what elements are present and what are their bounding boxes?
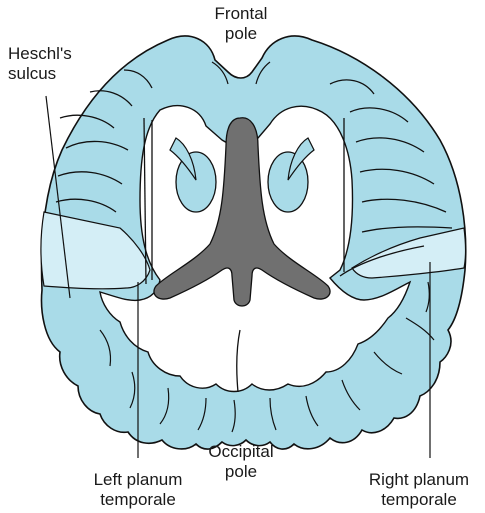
left-planum-temporale-label-line1: Left planum [72,470,204,490]
left-planum-temporale-label: Left planum temporale [72,470,204,510]
frontal-pole-label: Frontal pole [206,4,276,44]
heschls-sulcus-label-line2: sulcus [8,64,72,84]
heschls-sulcus-label-line1: Heschl's [8,44,72,64]
right-planum-temporale-label: Right planum temporale [356,470,482,510]
right-planum-temporale-label-line1: Right planum [356,470,482,490]
frontal-pole-label-line2: pole [206,24,276,44]
frontal-pole-label-line1: Frontal [206,4,276,24]
right-planum-temporale-label-line2: temporale [356,490,482,510]
occipital-pole-label-line1: Occipital [198,442,284,462]
heschls-sulcus-label: Heschl's sulcus [8,44,72,84]
occipital-pole-label: Occipital pole [198,442,284,482]
left-planum-temporale-label-line2: temporale [72,490,204,510]
occipital-pole-label-line2: pole [198,462,284,482]
